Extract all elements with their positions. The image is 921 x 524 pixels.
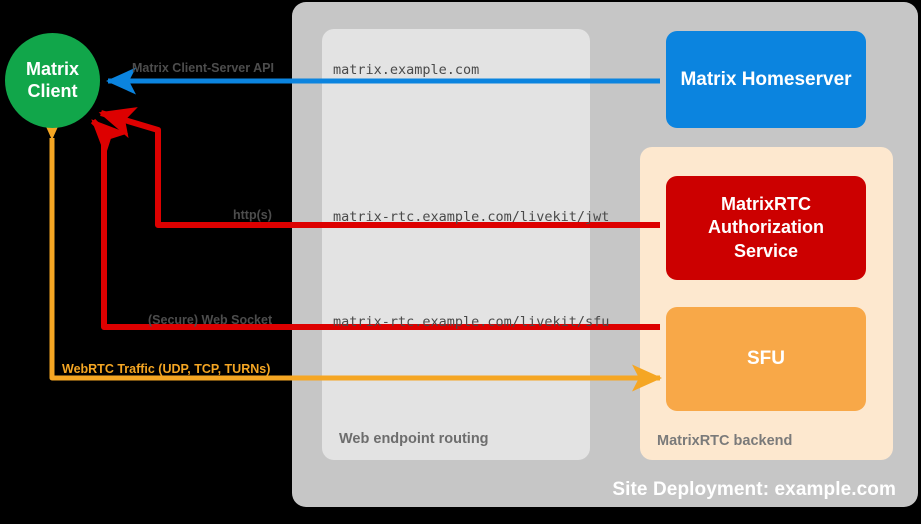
matrix-client-label-line2: Client xyxy=(27,80,78,101)
web-endpoint-routing-label: Web endpoint routing xyxy=(339,431,489,447)
edge-label-matrix-client-server-api: Matrix Client-Server API xyxy=(132,61,274,75)
endpoint-matrix-example-com: matrix.example.com xyxy=(333,62,480,78)
node-matrix-homeserver[interactable]: Matrix Homeserver xyxy=(666,31,866,128)
endpoint-livekit-sfu: matrix-rtc.example.com/livekit/sfu xyxy=(333,314,610,330)
edge-label-webrtc-traffic: WebRTC Traffic (UDP, TCP, TURNs) xyxy=(62,362,271,376)
matrix-client-label-line1: Matrix xyxy=(25,58,79,79)
node-matrixrtc-authorization-service[interactable]: MatrixRTC Authorization Service xyxy=(666,176,866,280)
node-matrix-client[interactable]: Matrix Client xyxy=(5,33,100,128)
arrow-webrtc-traffic xyxy=(38,110,663,392)
node-sfu[interactable]: SFU xyxy=(666,307,866,411)
endpoint-livekit-jwt: matrix-rtc.example.com/livekit/jwt xyxy=(333,209,610,225)
edge-label-https: http(s) xyxy=(233,208,272,222)
authz-label-line3: Service xyxy=(733,240,799,261)
site-deployment-label: Site Deployment: example.com xyxy=(612,479,896,500)
authz-label-line1: MatrixRTC xyxy=(720,193,811,214)
authz-label-line2: Authorization xyxy=(708,217,824,238)
matrix-homeserver-label: Matrix Homeserver xyxy=(680,68,852,90)
matrixrtc-backend-label: MatrixRTC backend xyxy=(657,433,793,449)
edge-label-secure-web-socket: (Secure) Web Socket xyxy=(148,313,273,327)
sfu-label: SFU xyxy=(747,348,785,369)
